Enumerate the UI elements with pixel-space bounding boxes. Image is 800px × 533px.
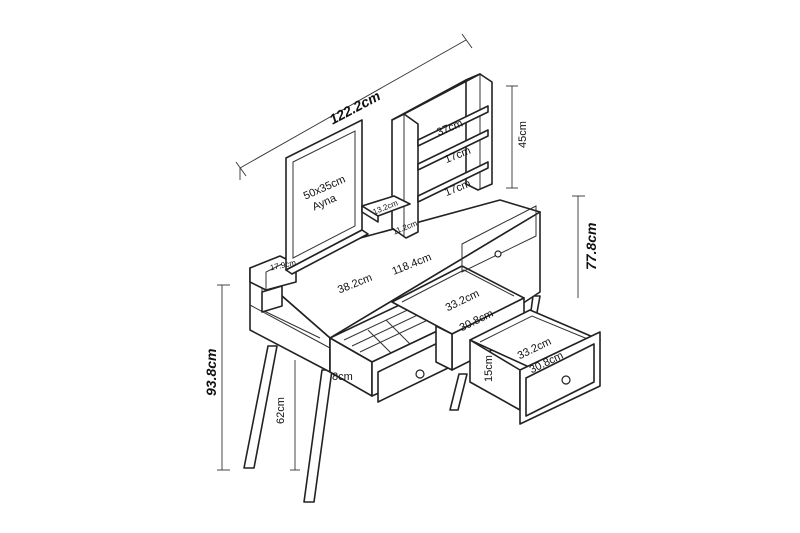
leg-height-dimension-line [290, 360, 300, 471]
label-leg-height: 62cm [275, 397, 287, 424]
total-height-dimension-line [217, 284, 230, 471]
shelf-unit [361, 73, 493, 239]
label-shelf-height: 45cm [517, 121, 529, 148]
label-drawer-height-left: 8cm [332, 371, 353, 383]
mirror [285, 119, 369, 275]
label-total-width: 122.2cm [327, 87, 383, 127]
width-dimension-line [235, 33, 473, 180]
label-total-height: 93.8cm [203, 349, 219, 396]
left-cubby [249, 255, 297, 313]
shelf-height-dimension-line [506, 85, 518, 189]
label-shelf-width: 37cm [435, 118, 464, 139]
label-desk-height: 77.8cm [583, 223, 599, 270]
desk-height-dimension-line [572, 195, 585, 298]
drawer-right [469, 309, 601, 425]
label-drawer-height-right: 15cm [483, 355, 495, 382]
desk-front-drawer [461, 205, 537, 273]
